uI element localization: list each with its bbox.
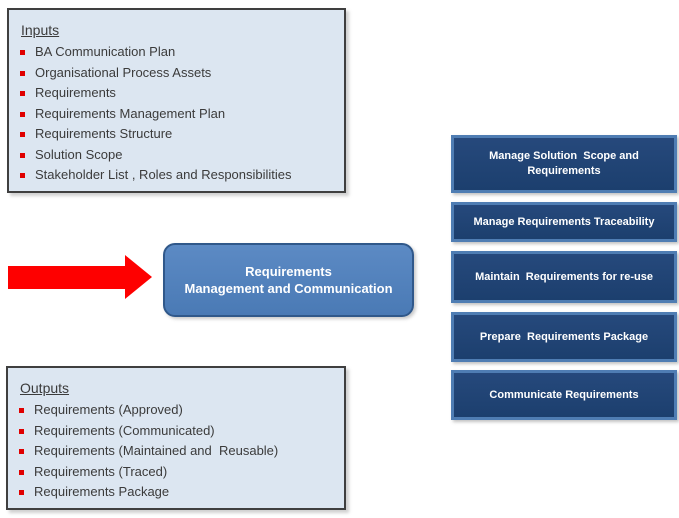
bullet-square-icon	[20, 173, 25, 179]
bullet-square-icon	[20, 70, 25, 76]
outputs-list: Requirements (Approved) Requirements (Co…	[19, 400, 338, 503]
list-item-label: Requirements Management Plan	[35, 105, 226, 121]
task-box-label: Manage Solution Scope and Requirements	[489, 150, 642, 177]
list-item-label: Organisational Process Assets	[35, 64, 212, 80]
list-item: Requirements (Communicated)	[19, 421, 338, 442]
list-item-label: Solution Scope	[35, 146, 123, 162]
list-item-label: Stakeholder List , Roles and Responsibil…	[35, 167, 292, 182]
task-box-label: Manage Requirements Traceability	[473, 215, 655, 228]
red-arrow-shaft	[8, 266, 126, 289]
bullet-square-icon	[19, 408, 24, 414]
list-item-label: Requirements Package	[34, 484, 170, 499]
outputs-panel-title: Outputs	[20, 380, 70, 396]
list-item-label: Requirements (Maintained and Reusable)	[34, 443, 279, 458]
bullet-square-icon	[20, 91, 25, 97]
outputs-panel: Outputs Requirements (Approved) Requirem…	[6, 366, 346, 510]
list-item: Stakeholder List , Roles and Responsibil…	[20, 165, 338, 186]
list-item: Requirements Structure	[20, 124, 338, 145]
task-box: Maintain Requirements for re-use	[451, 251, 677, 303]
bullet-square-icon	[20, 111, 25, 117]
process-box-line2: Management and Communication	[184, 281, 393, 296]
bullet-square-icon	[19, 469, 24, 475]
list-item: Requirements Management Plan	[20, 104, 338, 125]
list-item: Requirements Package	[19, 482, 338, 503]
red-arrow-head	[125, 255, 152, 299]
list-item-label: Requirements Structure	[35, 126, 173, 141]
task-box: Manage Solution Scope and Requirements	[451, 135, 677, 193]
bullet-square-icon	[20, 132, 25, 138]
process-box-line1: Requirements	[245, 264, 332, 279]
list-item: Requirements (Maintained and Reusable)	[19, 441, 338, 462]
bullet-square-icon	[19, 490, 24, 496]
task-box-label: Prepare Requirements Package	[479, 330, 649, 343]
list-item: Organisational Process Assets	[20, 63, 338, 84]
inputs-list: BA Communication Plan Organisational Pro…	[20, 42, 338, 186]
inputs-panel-title: Inputs	[21, 22, 60, 38]
bullet-square-icon	[19, 449, 24, 455]
bullet-square-icon	[20, 50, 25, 56]
list-item-label: Requirements (Communicated)	[34, 422, 215, 438]
list-item: Requirements (Approved)	[19, 400, 338, 421]
process-box: Requirements Management and Communicatio…	[163, 243, 414, 317]
list-item-label: Requirements (Traced)	[34, 463, 168, 479]
list-item-label: Requirements	[35, 85, 116, 100]
list-item-label: BA Communication Plan	[35, 44, 176, 59]
list-item: Requirements	[20, 83, 338, 104]
inputs-panel: Inputs BA Communication Plan Organisatio…	[7, 8, 346, 193]
bullet-square-icon	[19, 428, 24, 434]
task-box-label: Maintain Requirements for re-use	[475, 270, 653, 283]
task-box: Prepare Requirements Package	[451, 312, 677, 362]
list-item: BA Communication Plan	[20, 42, 338, 63]
red-arrow-icon	[8, 255, 152, 300]
task-column: Manage Solution Scope and Requirements M…	[451, 135, 677, 420]
list-item-label: Requirements (Approved)	[34, 402, 183, 417]
list-item: Solution Scope	[20, 145, 338, 166]
task-box: Communicate Requirements	[451, 370, 677, 420]
task-box-label: Communicate Requirements	[489, 388, 639, 401]
bullet-square-icon	[20, 152, 25, 158]
task-box: Manage Requirements Traceability	[451, 202, 677, 242]
list-item: Requirements (Traced)	[19, 462, 338, 483]
